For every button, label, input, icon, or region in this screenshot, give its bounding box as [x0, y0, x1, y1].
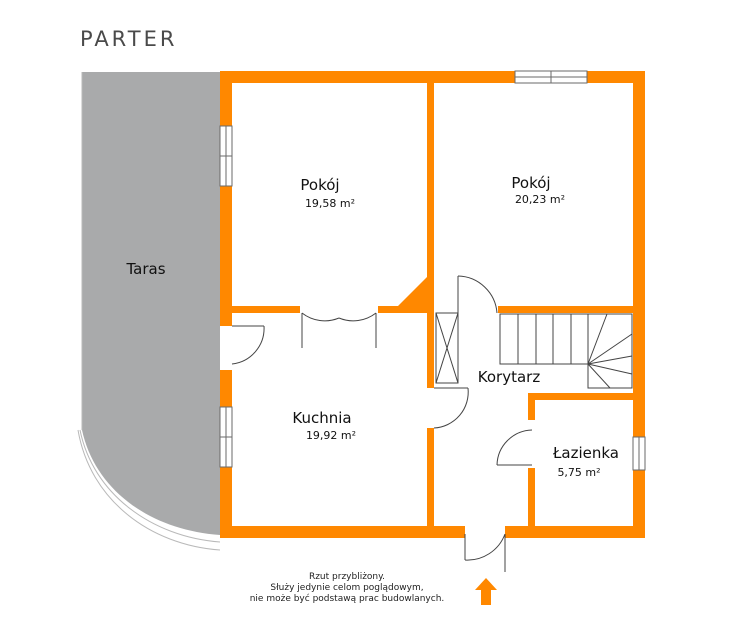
room-area-pokoj-1: 19,58 m²	[305, 197, 355, 210]
note-line-2: Służy jedynie celom poglądowym,	[270, 583, 423, 593]
room-name-korytarz: Korytarz	[478, 368, 541, 386]
stairs	[499, 313, 633, 389]
door-terrace	[220, 325, 265, 370]
wall-mid-vertical-top	[427, 83, 434, 313]
wall-kitchen-top-b	[378, 306, 434, 313]
terrace	[77, 72, 221, 551]
wall-bath-top	[528, 393, 633, 400]
windows	[219, 70, 646, 471]
wall-kitchen-right-b	[427, 428, 434, 526]
terrace-edge-middle	[79, 429, 221, 543]
disclaimer: Rzut przybliżony. Służy jedynie celom po…	[250, 572, 445, 604]
room-name-kuchnia: Kuchnia	[292, 409, 351, 427]
wall-bottom-left	[220, 526, 465, 538]
terrace-area	[82, 72, 220, 535]
room-area-lazienka: 5,75 m²	[557, 466, 600, 479]
room-area-kuchnia: 19,92 m²	[306, 429, 356, 442]
window-bathroom	[632, 436, 646, 471]
wall-kitchen-top-a	[232, 306, 300, 313]
window-left-bottom	[219, 406, 233, 468]
wall-bath-left-a	[528, 393, 535, 420]
arrow-up-icon	[475, 578, 497, 605]
door-entrance	[464, 533, 506, 572]
room-name-taras: Taras	[125, 260, 165, 278]
room-name-pokoj-1: Pokój	[300, 176, 339, 194]
terrace-edge-outer	[77, 429, 221, 551]
room-name-lazienka: Łazienka	[552, 444, 619, 462]
room-name-pokoj-2: Pokój	[511, 174, 550, 192]
wall-bath-left-b	[528, 468, 535, 526]
window-top	[514, 70, 588, 84]
wall-bottom-right	[505, 526, 645, 538]
wall-corner-triangle	[398, 277, 427, 313]
note-line-1: Rzut przybliżony.	[309, 572, 385, 582]
door-double	[301, 312, 377, 348]
corridor-cabinet	[435, 312, 459, 384]
plan-title: PARTER	[80, 27, 177, 51]
room-labels: Pokój 19,58 m² Pokój 20,23 m² Taras Kuch…	[125, 174, 619, 479]
doors	[220, 275, 533, 572]
door-corridor-top	[434, 275, 498, 314]
wall-right	[633, 71, 645, 538]
window-left-top	[219, 125, 233, 187]
wall-corridor-top	[498, 306, 633, 313]
door-bathroom	[496, 429, 533, 466]
door-kitchen	[427, 387, 469, 429]
wall-kitchen-right-a	[427, 313, 434, 388]
note-line-3: nie może być podstawą prac budowlanych.	[250, 593, 445, 604]
room-area-pokoj-2: 20,23 m²	[515, 193, 565, 206]
